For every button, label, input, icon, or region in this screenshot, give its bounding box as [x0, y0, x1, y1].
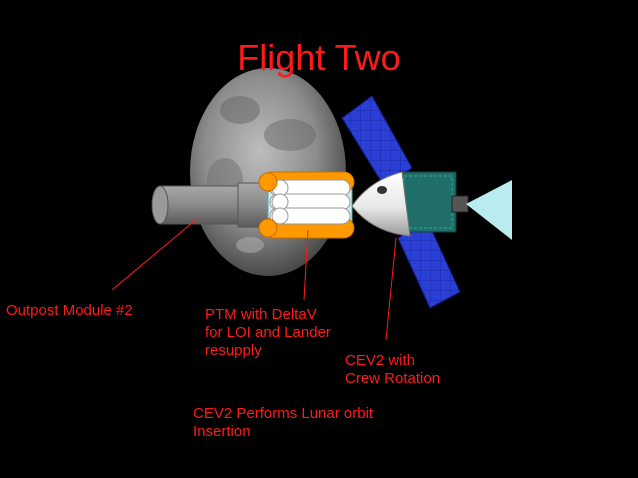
- label-outpost-module: Outpost Module #2: [6, 302, 133, 319]
- cev2-capsule: [351, 171, 411, 237]
- label-cev2-crew-rotation: CEV2 with Crew Rotation: [345, 352, 441, 387]
- slide-title: Flight Two: [237, 37, 401, 78]
- service-module: [399, 171, 469, 233]
- label-ptm: PTM with DeltaV for LOI and Lander resup…: [205, 306, 331, 359]
- solar-panel-upper: [341, 95, 413, 187]
- leader-line-outpost: [111, 217, 199, 291]
- outpost-module: [151, 182, 271, 228]
- leader-line-cev2: [385, 237, 397, 341]
- ptm: [258, 171, 355, 239]
- engine-plume: [466, 180, 512, 240]
- leader-line-ptm: [303, 229, 309, 301]
- label-cev2-lunar-orbit-insertion: CEV2 Performs Lunar orbit Insertion: [193, 405, 374, 440]
